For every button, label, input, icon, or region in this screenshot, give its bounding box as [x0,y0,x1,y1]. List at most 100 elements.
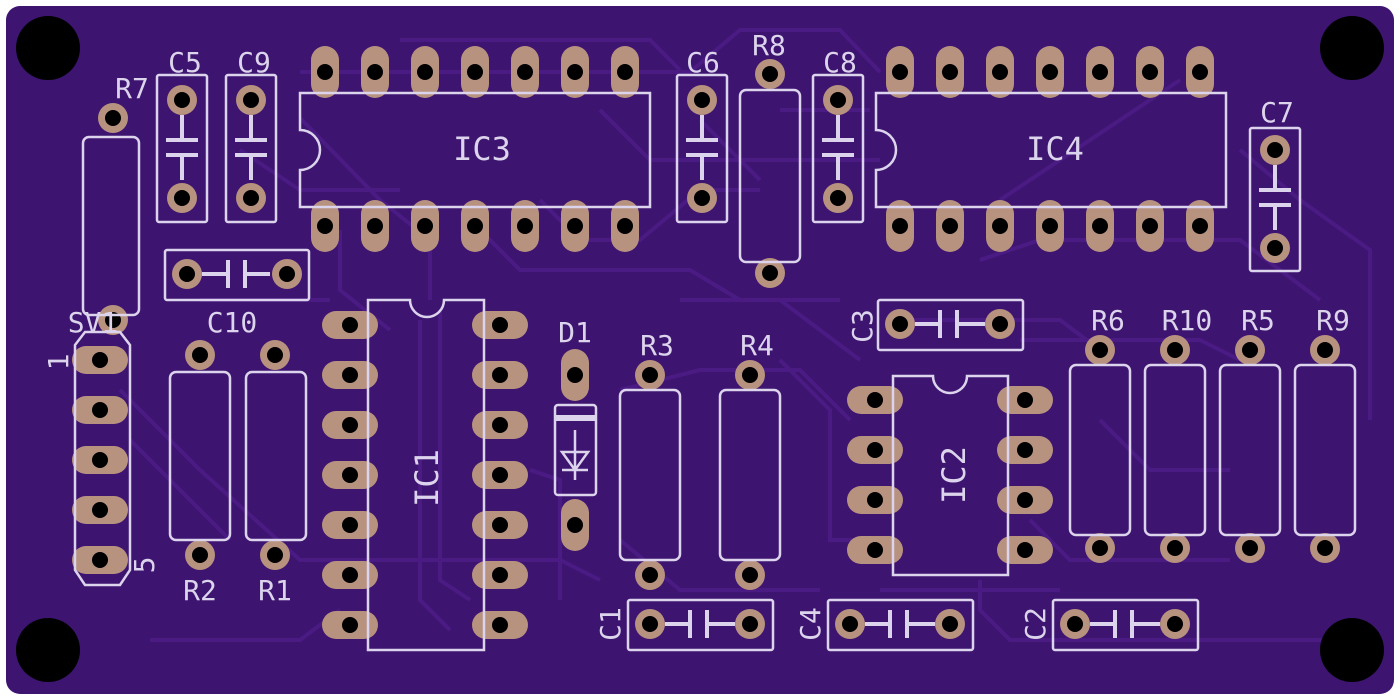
through-hole-pad-drill [642,367,658,383]
ic1-outline [366,298,486,652]
through-hole-pad-drill [1242,540,1258,556]
sv1-outline [73,330,132,587]
mounting-hole-top-right [1320,16,1384,80]
ic3-pad-drill [417,64,433,80]
ic4-pad-drill [1042,64,1058,80]
ic2-pad-drill [1017,442,1033,458]
r6-outline [1068,363,1132,537]
r1-outline [244,370,308,542]
ic3-outline [298,91,652,209]
r2-label: R2 [183,574,217,607]
ic1-pad-drill [492,467,508,483]
c10-outline [163,248,311,302]
ic2-pad-drill [867,392,883,408]
ic4-pad-drill [1092,218,1108,234]
through-hole-pad-drill [1317,540,1333,556]
r6-label: R6 [1091,304,1125,337]
ic1-pad-drill [342,367,358,383]
ic1-pad-drill [342,417,358,433]
sv1-pad-drill [92,352,108,368]
ic4-pad-drill [992,64,1008,80]
through-hole-pad-drill [1317,342,1333,358]
ic3-label: IC3 [453,130,511,168]
d1-outline [553,403,598,497]
c5-label: C5 [168,46,202,79]
ic1-pad-drill [342,467,358,483]
copper-pads [72,46,1340,639]
through-hole-pad-drill [192,347,208,363]
c7-outline [1248,126,1302,273]
through-hole-pad-drill [174,92,190,108]
r4-label: R4 [740,329,774,362]
through-hole-pad-drill [642,616,658,632]
ic3-pad-drill [367,218,383,234]
through-hole-pad-drill [1167,616,1183,632]
through-hole-pad-drill [1267,142,1283,158]
sv1-pin-first-label: 1 [42,354,75,371]
ic1-pad-drill [492,417,508,433]
ic1-pad-drill [342,567,358,583]
ic1-pad-drill [342,617,358,633]
d1-pad-drill [567,517,583,533]
ic2-label: IC2 [935,446,973,504]
silkscreen [73,73,1357,652]
r5-outline [1218,363,1282,537]
ic2-pad-drill [867,492,883,508]
ic1-pad-drill [492,617,508,633]
r1-label: R1 [258,574,292,607]
through-hole-pad-drill [279,266,295,282]
through-hole-pad-drill [1067,616,1083,632]
through-hole-pad-drill [742,616,758,632]
c8-label: C8 [823,46,857,79]
ic4-pad-drill [992,218,1008,234]
mounting-hole-bottom-left [16,618,80,682]
ic1-pad-drill [342,317,358,333]
ic2-pad-drill [1017,392,1033,408]
r3-label: R3 [640,329,674,362]
r7-label: R7 [115,72,149,105]
c4-label: C4 [794,607,827,641]
through-hole-pad-drill [1167,342,1183,358]
c9-outline [224,73,278,224]
ic2-pad-drill [867,442,883,458]
r8-label: R8 [752,29,786,62]
ic3-pad-drill [367,64,383,80]
ic1-pad-drill [342,517,358,533]
through-hole-pad-drill [694,92,710,108]
c6-label: C6 [686,46,720,79]
sv1-pad-drill [92,502,108,518]
ic4-pad-drill [892,218,908,234]
ic4-pad-drill [1192,64,1208,80]
r8-outline [738,88,802,264]
r4-outline [718,388,782,562]
silkscreen-labels: IC3 IC4 IC1 IC2 C5 C9 C6 R8 C8 C7 R7 C10… [42,29,1350,641]
ic1-pad-drill [492,317,508,333]
through-hole-pad-drill [1167,540,1183,556]
through-hole-pad-drill [267,547,283,563]
c7-label: C7 [1260,96,1294,129]
through-hole-pad-drill [1092,342,1108,358]
through-hole-pad-drill [174,190,190,206]
ic4-outline [874,91,1228,209]
ic4-pad-drill [942,218,958,234]
through-hole-pad-drill [842,616,858,632]
through-hole-pad-drill [742,367,758,383]
r7-outline [81,135,141,317]
c1-label: C1 [594,607,627,641]
c3-label: C3 [846,309,879,343]
r5-label: R5 [1241,304,1275,337]
through-hole-pad-drill [179,266,195,282]
ic1-pad-drill [492,517,508,533]
through-hole-pad-drill [1242,342,1258,358]
mounting-holes [16,16,1384,682]
c1-outline [626,598,775,652]
through-hole-pad-drill [892,316,908,332]
ic3-pad-drill [467,64,483,80]
c8-outline [811,73,865,224]
through-hole-pad-drill [267,347,283,363]
through-hole-pad-drill [992,316,1008,332]
ic1-pad-drill [492,367,508,383]
ic4-pad-drill [1092,64,1108,80]
through-hole-pad-drill [243,92,259,108]
